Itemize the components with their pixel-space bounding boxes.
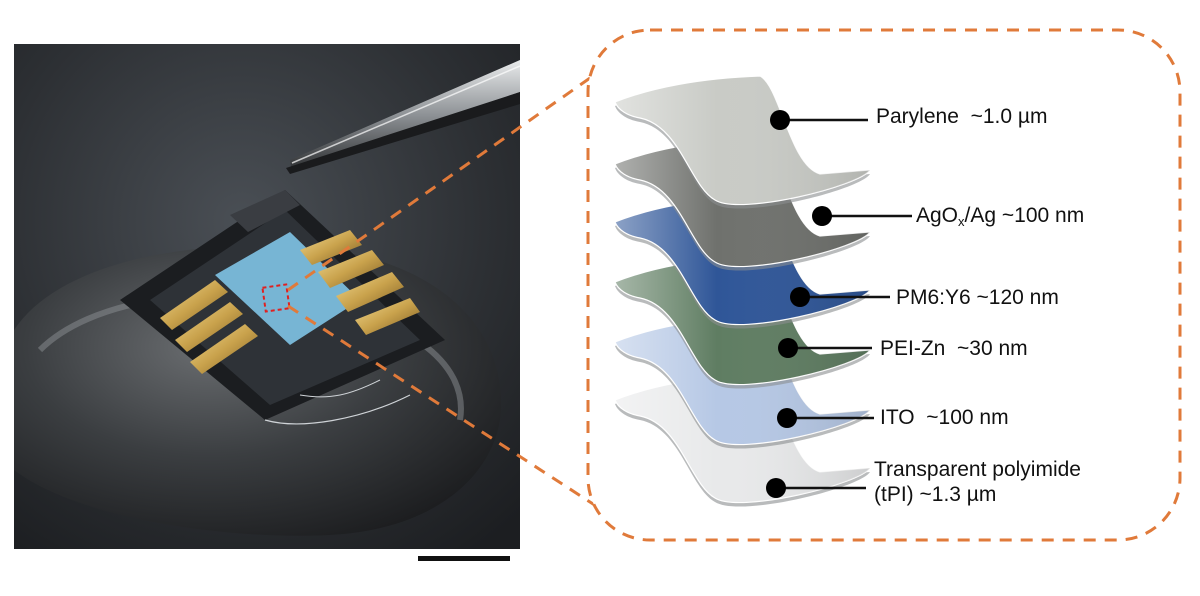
leader-dot-4 xyxy=(777,408,797,428)
leader-dot-1 xyxy=(812,206,832,226)
leader-dot-5 xyxy=(766,478,786,498)
scale-bar xyxy=(418,556,510,561)
device-photo xyxy=(14,44,520,549)
leader-dot-2 xyxy=(790,287,810,307)
label-pm6-y6: PM6:Y6 ~120 nm xyxy=(896,285,1059,310)
label-parylene: Parylene ~1.0 µm xyxy=(876,104,1047,129)
label-ito: ITO ~100 nm xyxy=(880,405,1009,430)
leader-dot-0 xyxy=(770,110,790,130)
label-pei-zn: PEI-Zn ~30 nm xyxy=(880,336,1028,361)
label-tpi: Transparent polyimide(tPI) ~1.3 µm xyxy=(874,457,1081,507)
leader-dot-3 xyxy=(778,338,798,358)
label-agox-ag: AgOx/Ag ~100 nm xyxy=(916,203,1084,230)
